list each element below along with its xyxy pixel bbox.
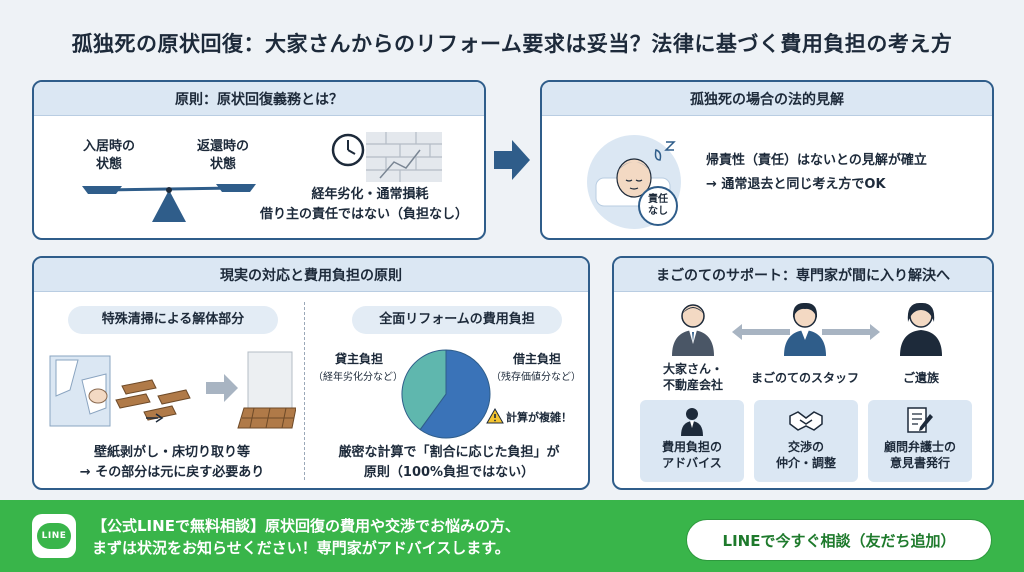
balance-scale-icon	[82, 184, 256, 222]
full-reform-subheading: 全面リフォームの費用負担	[352, 306, 562, 334]
family-label: ご遺族	[902, 371, 939, 385]
warning-icon	[486, 408, 504, 424]
two-way-arrow-icon-right	[822, 324, 880, 340]
pie-slice-tenant	[419, 349, 491, 439]
advice-card-text: 費用負担の アドバイス	[661, 440, 722, 470]
not-full-burden-text: 原則（100%負担ではない）	[363, 465, 535, 480]
principle-heading: 原則：原状回復義務とは？	[34, 82, 484, 116]
support-panel: まごのてのサポート：専門家が間に入り解決へ 大家さん・ 不動産会社 まごのてのス…	[612, 256, 994, 490]
cost-principle-panel: 現実の対応と費用負担の原則 特殊清掃による解体部分 全面リフォームの費用負担 壁…	[32, 256, 590, 490]
calculation-complex-text: 計算が複雑！	[506, 411, 572, 424]
column-divider	[304, 302, 305, 480]
legal-view-heading: 孤独死の場合の法的見解	[542, 82, 992, 116]
principle-panel: 原則：原状回復義務とは？ 入居時の 状態 返還時の 状態 経年劣化・通常損耗 借…	[32, 80, 486, 240]
tenant-burden-note: （残存価値分など）	[491, 372, 581, 383]
wear-and-tear-text: 経年劣化・通常損耗	[311, 187, 429, 202]
negotiation-card-text: 交渉の 仲介・調整	[775, 440, 836, 470]
tenant-not-liable-text: 借り主の責任ではない（負担なし）	[259, 207, 468, 222]
return-state-label: 返還時の 状態	[196, 139, 249, 172]
liability-view-text: 帰責性（責任）はないとの見解が確立	[706, 153, 927, 168]
proportional-burden-text: 厳密な計算で「割合に応じた負担」が	[338, 445, 560, 460]
legal-opinion-card-text: 顧問弁護士の 意見書発行	[883, 440, 956, 470]
landlord-burden-note: （経年劣化分など）	[313, 372, 403, 383]
family-person-icon	[900, 302, 942, 356]
staff-person-icon	[784, 302, 826, 356]
move-in-state-label: 入居時の 状態	[82, 139, 135, 172]
staff-label: まごのてのスタッフ	[750, 371, 859, 385]
landlord-burden-label: 貸主負担	[334, 352, 383, 366]
removal-work-text: 壁紙剥がし・床切り取り等	[93, 445, 250, 460]
handshake-icon	[789, 411, 823, 431]
legal-view-panel: 孤独死の場合の法的見解 責任 なし 帰責性（責任）はないとの見解が確立 → 通常…	[540, 80, 994, 240]
no-liability-badge: 責任 なし	[638, 186, 678, 226]
page-title: 孤独死の原状回復：大家さんからのリフォーム要求は妥当？法律に基づく費用負担の考え…	[71, 32, 953, 56]
landlord-person-icon	[672, 304, 714, 356]
special-cleaning-subheading: 特殊清掃による解体部分	[68, 306, 278, 334]
document-pen-icon	[907, 407, 933, 433]
banner-line-2: まずは状況をお知らせください！専門家がアドバイスします。	[92, 538, 510, 557]
pie-slice-landlord	[401, 349, 447, 431]
clock-brick-icon	[331, 132, 442, 182]
tenant-burden-label: 借主負担	[512, 352, 561, 366]
no-liability-badge-text: 責任 なし	[648, 194, 668, 217]
line-logo-icon[interactable]: LINE	[32, 514, 76, 558]
advisor-icon	[681, 408, 703, 436]
arrow-right-icon	[494, 140, 530, 180]
restore-required-text: → その部分は元に戻す必要あり	[79, 465, 265, 480]
line-logo-text: LINE	[37, 523, 71, 549]
support-heading: まごのてのサポート：専門家が間に入り解決へ	[614, 258, 992, 292]
two-way-arrow-icon	[732, 324, 790, 340]
legal-opinion-card: 顧問弁護士の 意見書発行	[868, 400, 972, 482]
ordinary-moveout-text: → 通常退去と同じ考え方でOK	[706, 177, 886, 192]
banner-line-1: 【公式LINEで無料相談】原状回復の費用や交渉でお悩みの方、	[92, 517, 520, 535]
cost-share-pie	[401, 349, 491, 439]
line-consult-button[interactable]: LINEで今すぐ相談（友だち追加）	[686, 519, 992, 561]
wall-floor-removal-illustration	[49, 351, 296, 429]
cost-principle-heading: 現実の対応と費用負担の原則	[34, 258, 588, 292]
negotiation-card: 交渉の 仲介・調整	[754, 400, 858, 482]
banner-text: 【公式LINEで無料相談】原状回復の費用や交渉でお悩みの方、 まずは状況をお知ら…	[92, 516, 652, 560]
sleeping-person-icon	[587, 135, 681, 229]
advice-card: 費用負担の アドバイス	[640, 400, 744, 482]
landlord-label: 大家さん・ 不動産会社	[662, 362, 723, 392]
